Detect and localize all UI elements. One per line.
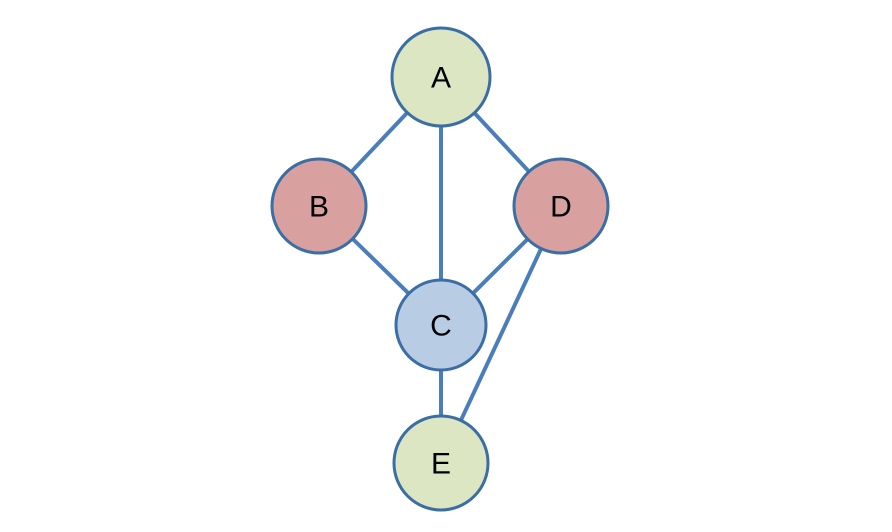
edge-a-d[interactable] [472,110,532,174]
node-circle-d[interactable] [512,157,610,255]
edge-d-e[interactable] [458,246,544,423]
edge-a-b[interactable] [349,110,410,174]
node-c[interactable]: C [394,278,488,372]
node-d[interactable]: D [512,157,610,255]
node-b[interactable]: B [270,157,368,255]
edge-layer [349,110,544,423]
node-e[interactable]: E [392,414,490,512]
edge-b-c[interactable] [350,236,411,296]
node-circle-b[interactable] [270,157,368,255]
node-circle-a[interactable] [390,26,492,128]
node-a[interactable]: A [390,26,492,128]
node-circle-c[interactable] [394,278,488,372]
edge-c-d[interactable] [470,236,530,296]
node-circle-e[interactable] [392,414,490,512]
